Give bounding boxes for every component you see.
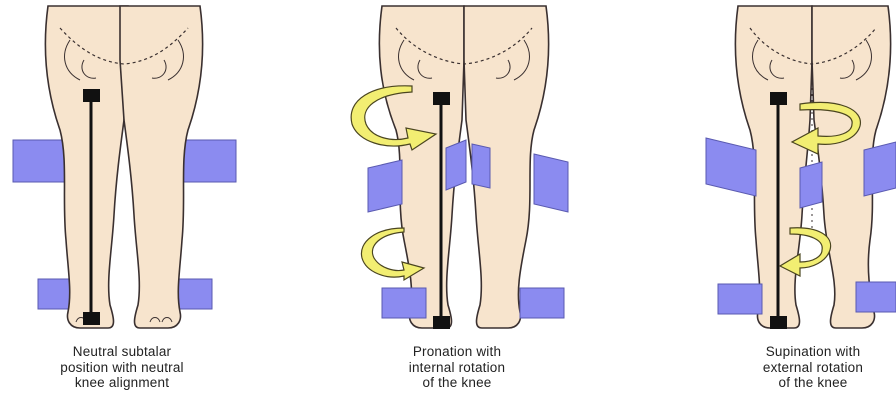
upper-inner-right-block [472,144,490,188]
upper-right-block [534,154,568,212]
panel-neutral [13,6,236,328]
rod-top-marker [433,92,450,105]
rod-top-marker [83,89,100,102]
upper-right-block [178,140,236,182]
upper-right-block [864,142,896,196]
rod-bottom-marker [770,316,787,329]
upper-left-block [706,138,756,196]
lower-left-block [718,284,762,314]
rod-top-marker [770,92,787,105]
caption-pronation: Pronation with internal rotation of the … [357,344,557,391]
lower-left-block [382,288,426,318]
upper-inner-left-block [446,140,466,190]
lower-right-block [856,282,896,312]
panel-supination [706,6,896,329]
lower-right-block [520,288,564,318]
rod-bottom-marker [83,312,100,325]
caption-neutral: Neutral subtalar position with neutral k… [22,344,222,391]
upper-left-block [368,160,402,212]
upper-inner-block [800,162,822,208]
rod-bottom-marker [433,316,450,329]
caption-supination: Supination with external rotation of the… [713,344,896,391]
panel-pronation [351,6,568,329]
